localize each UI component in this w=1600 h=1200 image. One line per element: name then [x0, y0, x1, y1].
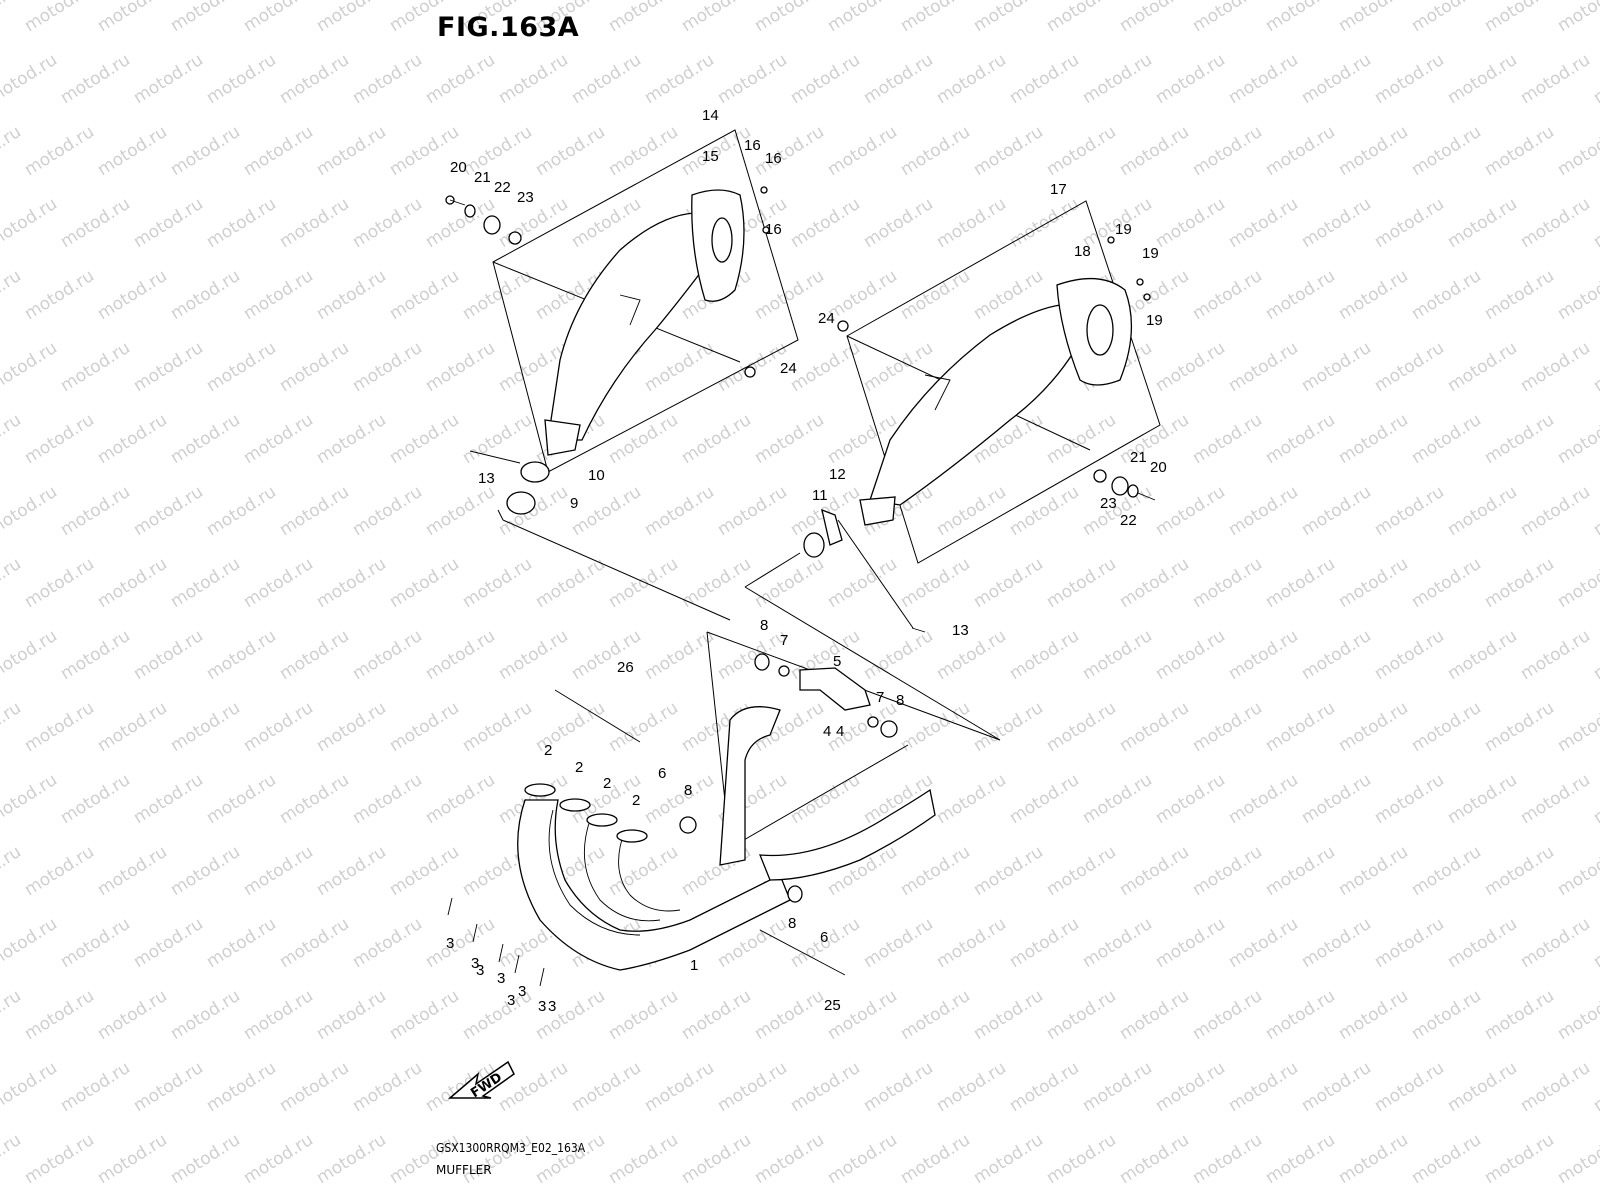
part-callout: 8	[684, 782, 692, 799]
part-callout: 25	[824, 997, 841, 1014]
part-callout: 21	[474, 169, 491, 186]
part-callout: 16	[765, 150, 782, 167]
part-callout: 9	[570, 495, 578, 512]
part-callout: 16	[744, 137, 761, 154]
part-callout: 4	[823, 723, 831, 740]
part-callout: 1	[690, 957, 698, 974]
right-muffler-assembly	[846, 200, 1161, 564]
part-callout: 16	[765, 221, 782, 238]
part-callout: 2	[603, 775, 611, 792]
reference-lines	[497, 509, 1001, 849]
part-callout: 3	[538, 998, 546, 1015]
part-callout: 2	[544, 742, 552, 759]
part-callout: 14	[702, 107, 719, 124]
part-callout: 21	[1130, 449, 1147, 466]
small-parts	[445, 186, 1156, 633]
part-callout: 6	[820, 929, 828, 946]
part-callout: 20	[1150, 459, 1167, 476]
part-callout: 11	[812, 487, 828, 504]
part-callout: 19	[1115, 221, 1132, 238]
part-callout: 22	[1120, 512, 1137, 529]
part-callout: 8	[788, 915, 796, 932]
part-callout: 17	[1050, 181, 1067, 198]
part-callout: 15	[702, 148, 719, 165]
part-callout: 13	[952, 622, 969, 639]
part-callout: 7	[780, 632, 788, 649]
part-callout: 3	[471, 955, 479, 972]
part-callout: 19	[1142, 245, 1159, 262]
part-callout: 24	[780, 360, 797, 377]
part-callout: 3	[518, 983, 526, 1000]
part-callout: 3	[507, 992, 515, 1009]
part-callout: 23	[517, 189, 534, 206]
fwd-arrow: FWD	[447, 1060, 515, 1101]
left-muffler-assembly	[492, 129, 799, 473]
part-callout: 2	[575, 759, 583, 776]
part-callout: 24	[818, 310, 835, 327]
part-callout: 2	[632, 792, 640, 809]
part-callout: 5	[833, 653, 841, 670]
exhaust-manifold	[517, 653, 936, 976]
part-callout: 22	[494, 179, 511, 196]
part-callout: 6	[658, 765, 666, 782]
bolts-group	[447, 897, 545, 987]
part-callout: 12	[829, 466, 846, 483]
figure-name: MUFFLER	[436, 1163, 492, 1177]
part-callout: 8	[760, 617, 768, 634]
figure-title: FIG.163A	[437, 12, 580, 43]
part-callout: 19	[1146, 312, 1163, 329]
part-callout: 13	[478, 470, 495, 487]
part-callout: 4	[836, 723, 844, 740]
part-callout: 8	[896, 692, 904, 709]
part-callout: 3	[446, 935, 454, 952]
part-callout: 3	[548, 998, 556, 1015]
part-callout: 3	[476, 962, 484, 979]
part-callout: 18	[1074, 243, 1091, 260]
part-callout: 3	[497, 970, 505, 987]
part-callout: 10	[588, 467, 605, 484]
part-callout: 7	[876, 689, 884, 706]
part-callout: 20	[450, 159, 467, 176]
part-callout: 23	[1100, 495, 1117, 512]
figure-code: GSX1300RRQM3_E02_163A	[436, 1141, 586, 1155]
part-callout: 26	[617, 659, 634, 676]
